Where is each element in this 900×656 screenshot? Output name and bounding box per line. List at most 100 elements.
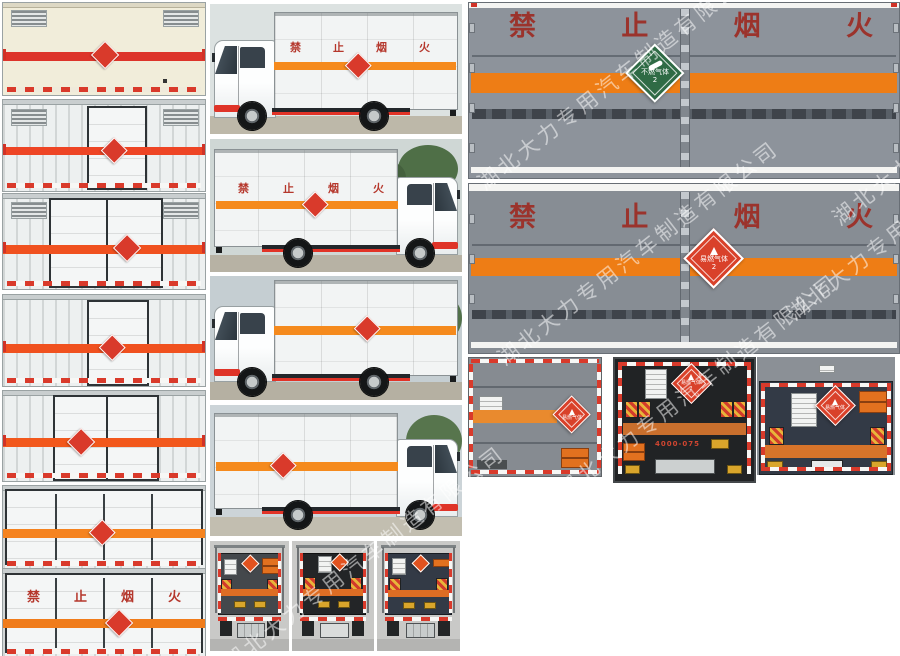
hazard-diamond-icon [104, 608, 134, 638]
door-seam [151, 578, 153, 648]
cab-door-seam [238, 312, 239, 378]
reflective-strip [7, 378, 201, 383]
reflective-strip [278, 553, 281, 613]
reflective-strip [385, 617, 452, 621]
no-fire-char: 止 [283, 182, 294, 195]
no-fire-char: 火 [845, 11, 873, 42]
diamond-shape [241, 554, 260, 573]
diamond-shape [90, 40, 120, 70]
wheel-front [406, 239, 434, 267]
placard-class-number: 2 [711, 263, 717, 271]
hinge [893, 103, 899, 113]
reflective-strip [7, 649, 201, 654]
chassis [272, 108, 410, 115]
edge-marker [3, 49, 6, 60]
center-hinge-column [680, 9, 690, 167]
warning-stripe [623, 423, 746, 435]
side-window [240, 313, 265, 334]
info-plate [392, 558, 406, 575]
warning-stripe [3, 619, 205, 628]
hazard-diamond-icon [301, 190, 329, 218]
reflective-strip [761, 383, 891, 387]
mudflap [438, 621, 450, 636]
reflective-strip [747, 362, 751, 474]
mudflap [267, 621, 279, 636]
badge [625, 465, 640, 474]
photo-truck-rear-small-1 [210, 541, 289, 651]
step-plate [237, 623, 265, 638]
mudflap [387, 621, 399, 636]
step-plate [320, 623, 349, 638]
reflective-strip [887, 383, 891, 469]
photo-box-side-door [2, 99, 206, 192]
hinge [893, 254, 899, 264]
ground [210, 639, 289, 651]
warning-stripe [473, 410, 557, 423]
cab-door-seam [238, 46, 239, 114]
reflector [859, 402, 887, 413]
diamond-shape [344, 51, 372, 79]
placard-non-flammable-gas: 不燃气体 2 [625, 43, 685, 103]
no-fire-char: 火 [167, 590, 181, 605]
edge-marker [202, 435, 205, 446]
placard-class-number: 2 [652, 75, 658, 84]
frame-post [382, 547, 384, 613]
front-bumper [432, 242, 458, 249]
placard-content: 易燃气体 2 [687, 232, 741, 286]
side-window [240, 47, 265, 68]
hazard-diamond-icon [241, 554, 260, 573]
vent-grille [163, 109, 199, 126]
reflective-strip [471, 359, 599, 363]
chassis-red-accent [262, 249, 400, 252]
reflective-strip [618, 362, 622, 474]
info-plate [224, 559, 237, 575]
no-fire-char: 止 [333, 41, 344, 54]
vent-grille [11, 202, 47, 219]
warning-stripe [3, 245, 205, 254]
reflective-strip [7, 183, 201, 188]
badge [338, 601, 350, 608]
hatch-reflector [720, 401, 733, 418]
reflective-strip [469, 3, 899, 8]
reflective-strip [469, 184, 899, 191]
warning-stripe [765, 445, 887, 458]
center-hinge-column [680, 192, 690, 342]
photo-box-side-double-door [2, 193, 206, 290]
reflective-strip [761, 467, 891, 471]
placard-class-number: 2 [689, 386, 693, 392]
no-fire-text: 禁 止 烟 火 [509, 204, 873, 231]
chassis [272, 374, 410, 381]
front-bumper [432, 504, 458, 511]
diamond-shape [301, 190, 329, 218]
frame-post [453, 547, 455, 613]
hazard-diamond-icon [112, 233, 142, 263]
hinge [469, 214, 475, 224]
info-plate [645, 369, 667, 399]
badge [254, 601, 266, 608]
photo-rear-panel-flammable: 禁 止 烟 火 易燃气体 2 [468, 183, 900, 354]
reflective-strip [300, 553, 303, 613]
edge-marker [3, 341, 6, 352]
windshield [435, 183, 457, 211]
chassis-red-accent [272, 378, 410, 381]
no-fire-char: 禁 [27, 590, 41, 605]
no-fire-char: 止 [73, 590, 87, 605]
photo-truck-side-1: 禁 止 烟 火 [210, 4, 462, 134]
edge-marker [3, 435, 6, 446]
badge [424, 602, 436, 609]
hinge [469, 143, 475, 153]
cargo-door [87, 106, 147, 190]
lock-dot [163, 79, 167, 83]
warning-stripe [385, 590, 452, 597]
flame-icon [832, 399, 838, 405]
vent-grille [163, 10, 199, 27]
placard-flammable-gas: 易燃气体 [814, 384, 856, 426]
front-bumper [214, 369, 240, 376]
roof-bar [296, 545, 370, 548]
reflective-strip [385, 553, 388, 613]
no-fire-char: 烟 [120, 590, 134, 605]
reflective-strip [449, 553, 452, 613]
no-fire-text: 禁 止 烟 火 [290, 42, 430, 53]
mudflap [352, 621, 364, 636]
step-plate [655, 459, 715, 474]
